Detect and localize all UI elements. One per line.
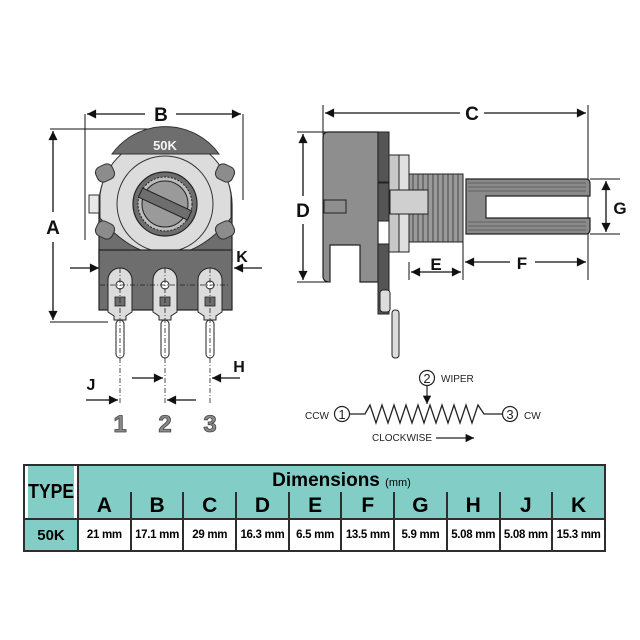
cell-j: 5.08 mm xyxy=(498,518,554,552)
column-header-g: G xyxy=(393,492,448,520)
label-d: D xyxy=(296,201,310,222)
label-h: H xyxy=(233,359,245,376)
potentiometer-diagram: B A 50K K xyxy=(46,104,627,444)
cell-a: 21 mm xyxy=(77,518,132,552)
cell-c: 29 mm xyxy=(182,518,238,552)
dimension-a: A xyxy=(46,131,60,321)
column-header-h: H xyxy=(445,492,501,520)
type-header: TYPE xyxy=(26,464,76,520)
cell-d: 16.3 mm xyxy=(235,518,290,552)
pin2-number: 2 xyxy=(423,371,430,386)
front-view: B A 50K K xyxy=(46,105,262,438)
cell-g: 5.9 mm xyxy=(393,518,448,552)
side-view: C D E F G xyxy=(296,104,627,359)
column-header-k: K xyxy=(551,492,606,520)
cell-h: 5.08 mm xyxy=(445,518,501,552)
column-header-f: F xyxy=(340,492,396,520)
wiper-label: WIPER xyxy=(441,374,474,385)
cell-b: 17.1 mm xyxy=(129,518,185,552)
pin1-number: 1 xyxy=(338,407,345,422)
column-header-j: J xyxy=(498,492,554,520)
pin1-symbol xyxy=(333,405,351,423)
pin-number-2: 2 xyxy=(158,411,171,438)
dimensions-title: Dimensions (mm) xyxy=(77,464,606,492)
dimensions-title-text: Dimensions xyxy=(272,470,380,491)
dimension-b: B xyxy=(87,105,241,126)
cell-f: 13.5 mm xyxy=(340,518,396,552)
column-header-b: B xyxy=(129,492,185,520)
pin2-symbol xyxy=(418,369,436,387)
row-type: 50K xyxy=(23,518,79,552)
column-header-c: C xyxy=(182,492,238,520)
label-k: K xyxy=(236,249,248,266)
column-header-d: D xyxy=(235,492,290,520)
pin-number-3: 3 xyxy=(203,411,216,438)
label-a: A xyxy=(46,218,60,239)
label-j: J xyxy=(87,377,96,394)
clockwise-label: CLOCKWISE xyxy=(372,433,432,444)
schematic: CCW 1 3 CW 2 WIPER CLOCKWISE xyxy=(305,369,541,444)
label-e: E xyxy=(430,255,441,274)
pin3-symbol xyxy=(501,405,519,423)
label-b: B xyxy=(154,105,168,126)
cw-label: CW xyxy=(524,411,541,422)
cell-k: 15.3 mm xyxy=(551,518,606,552)
dimensions-unit: (mm) xyxy=(385,477,411,489)
label-g: G xyxy=(613,199,626,218)
cell-e: 6.5 mm xyxy=(287,518,343,552)
label-f: F xyxy=(517,254,527,273)
knob-marking: 50K xyxy=(153,138,177,153)
column-header-e: E xyxy=(287,492,343,520)
label-c: C xyxy=(465,104,479,125)
column-header-a: A xyxy=(77,492,132,520)
pin-number-1: 1 xyxy=(113,411,126,438)
pin3-number: 3 xyxy=(506,407,513,422)
ccw-label: CCW xyxy=(305,411,329,422)
